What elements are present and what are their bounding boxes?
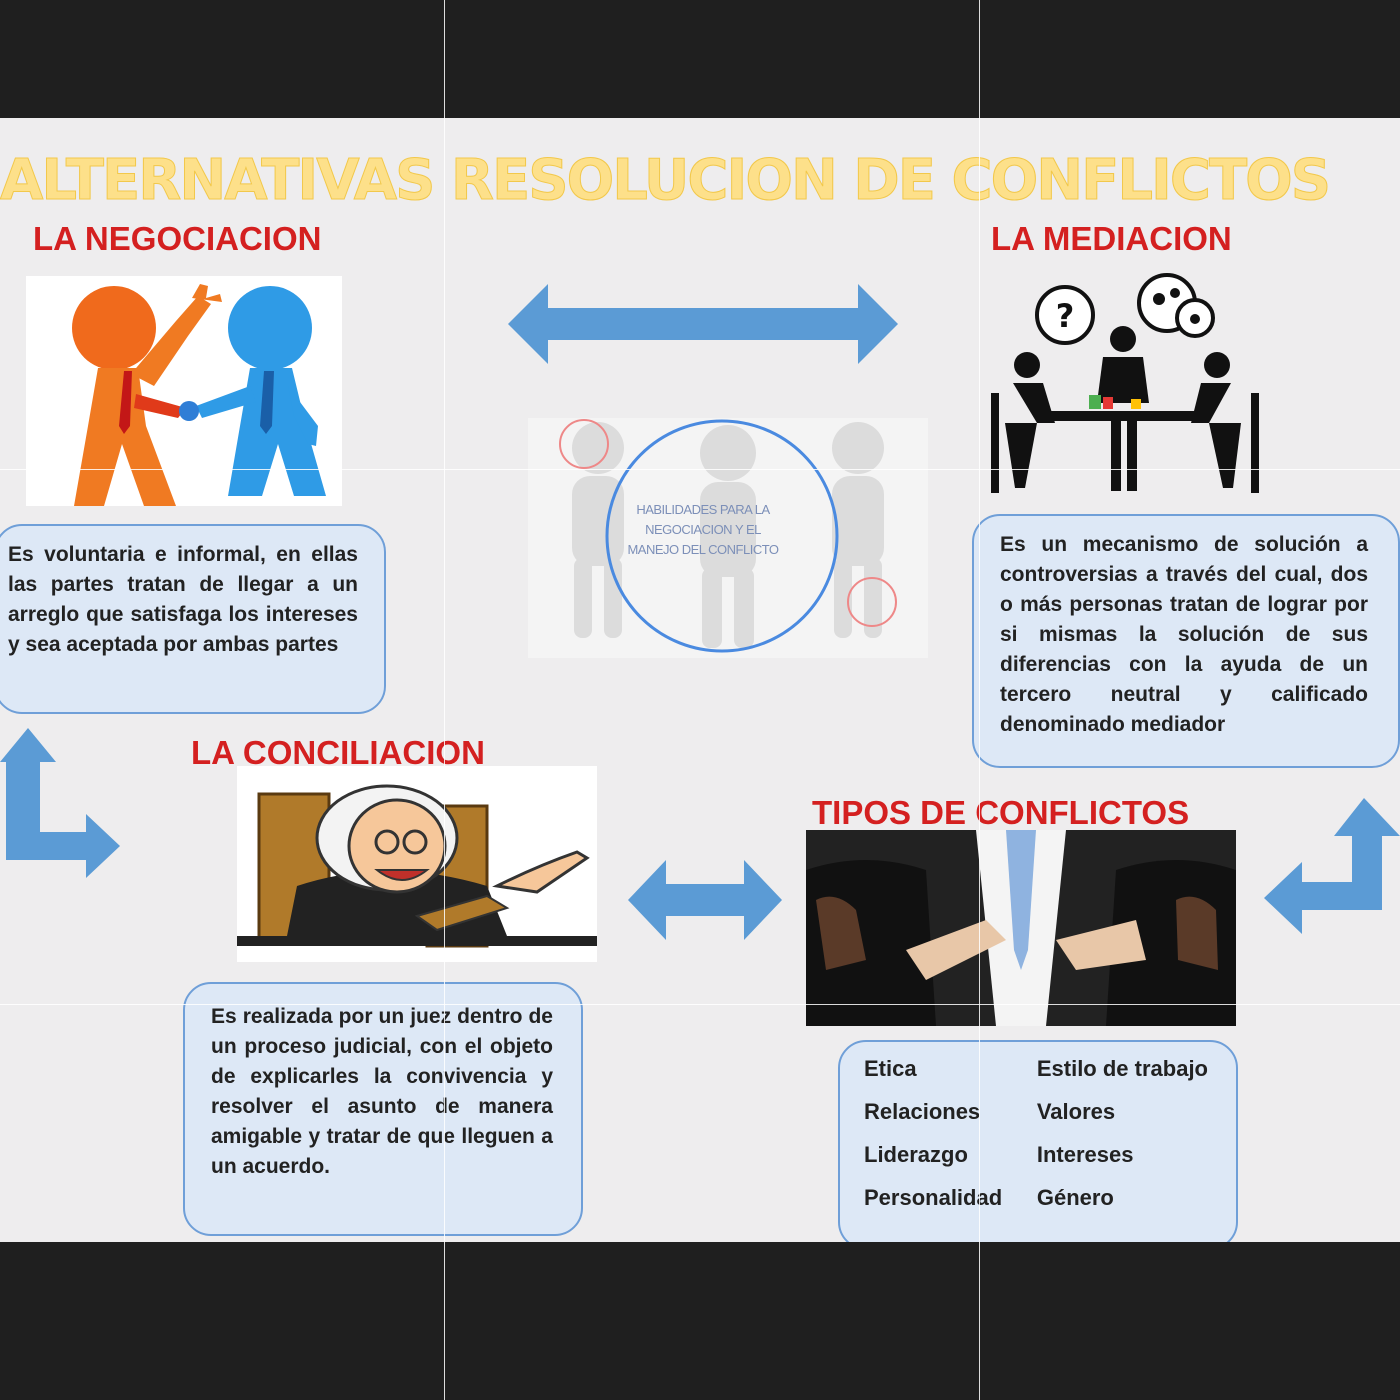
crop-grid-line [0, 1004, 1400, 1005]
judge-image [237, 766, 597, 962]
conciliacion-description: Es realizada por un juez dentro de un pr… [211, 1005, 553, 1178]
crop-grid-line [0, 469, 1400, 470]
tipo-item: Liderazgo [864, 1142, 968, 1167]
double-arrow-bottom [628, 860, 782, 940]
conciliacion-description-box: Es realizada por un juez dentro de un pr… [183, 982, 583, 1236]
tipo-item: Etica [864, 1056, 917, 1081]
tipo-item: Personalidad [864, 1185, 1003, 1210]
tipos-heading: TIPOS DE CONFLICTOS [812, 794, 1190, 831]
slide-title: ALTERNATIVAS RESOLUCION DE CONFLICTOS [0, 148, 1332, 214]
tipo-item: Intereses [1036, 1142, 1134, 1167]
mediacion-description-box: Es un mecanismo de solución a controvers… [972, 514, 1400, 768]
tipos-list-box: Etica Estilo de trabajo Relaciones Valor… [838, 1040, 1238, 1242]
bottom-black-bar [0, 1242, 1400, 1400]
tipos-list: Etica Estilo de trabajo Relaciones Valor… [864, 1056, 1216, 1211]
mediacion-heading: LA MEDIACION [991, 220, 1232, 257]
corner-arrow-left [0, 728, 120, 878]
mediation-table-image: ? [985, 273, 1265, 503]
negociacion-heading: LA NEGOCIACION [33, 220, 322, 257]
negociacion-description-box: Es voluntaria e informal, en ellas las p… [0, 524, 386, 714]
center-image-label: HABILIDADES PARA LA NEGOCIACION Y EL MAN… [627, 502, 779, 557]
tipo-item: Género [1036, 1185, 1114, 1210]
crop-grid-line [979, 0, 980, 1400]
handshake-figures-image [26, 276, 342, 506]
tipo-item: Valores [1036, 1099, 1116, 1124]
top-black-bar [0, 0, 1400, 118]
negociacion-description: Es voluntaria e informal, en ellas las p… [8, 543, 358, 656]
center-people-image: HABILIDADES PARA LA NEGOCIACION Y EL MAN… [528, 418, 928, 658]
crop-grid-line [444, 0, 445, 1400]
conciliacion-heading: LA CONCILIACION [191, 734, 485, 771]
mediacion-description: Es un mecanismo de solución a controvers… [1000, 533, 1368, 736]
tipo-item: Estilo de trabajo [1036, 1056, 1208, 1081]
tipo-item: Relaciones [864, 1099, 981, 1124]
slide: ALTERNATIVAS RESOLUCION DE CONFLICTOS LA… [0, 118, 1400, 1242]
svg-text:?: ? [1056, 297, 1075, 335]
double-arrow-top [508, 284, 898, 364]
corner-arrow-right [1264, 798, 1400, 934]
suits-handshake-image [806, 830, 1236, 1026]
